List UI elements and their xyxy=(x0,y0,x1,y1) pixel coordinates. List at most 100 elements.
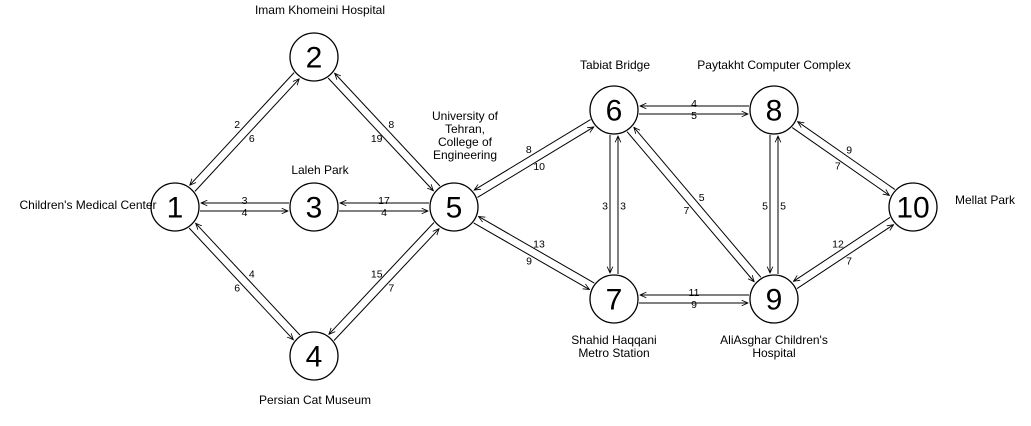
node-circle xyxy=(749,274,799,324)
node-circle xyxy=(589,85,639,135)
edge-line xyxy=(793,217,891,281)
edge-6-5: 8 xyxy=(474,119,591,191)
node-circle xyxy=(289,182,339,232)
place-label-line: Tehran, xyxy=(445,122,485,136)
edge-weight: 4 xyxy=(381,207,387,219)
place-label-line: College of xyxy=(438,135,493,149)
node-3: 3 xyxy=(289,182,339,232)
edge-weight: 3 xyxy=(620,201,626,213)
edge-weight: 9 xyxy=(691,299,697,311)
edge-weight: 7 xyxy=(388,282,394,294)
edge-weight: 5 xyxy=(691,110,697,122)
edge-line xyxy=(474,119,591,191)
node-number: 10 xyxy=(896,192,929,225)
edge-weight: 7 xyxy=(835,161,841,173)
node-5: 5 xyxy=(429,182,479,232)
node-7: 7 xyxy=(589,274,639,324)
edge-3-5: 4 xyxy=(339,207,428,219)
edge-7-6: 3 xyxy=(618,136,626,274)
edge-6-9: 7 xyxy=(626,131,754,282)
edge-weight: 5 xyxy=(780,201,786,213)
edge-line xyxy=(479,216,595,284)
edge-weight: 6 xyxy=(249,133,255,145)
place-label-8: Paytakht Computer Complex xyxy=(697,58,850,72)
edge-line xyxy=(791,127,889,196)
node-8: 8 xyxy=(749,85,799,135)
node-number: 2 xyxy=(306,42,323,75)
edge-weight: 4 xyxy=(691,98,697,110)
edge-weight: 4 xyxy=(249,269,255,281)
edge-weight: 4 xyxy=(242,207,248,219)
edge-9-6: 5 xyxy=(634,127,762,278)
place-label-1: Children's Medical Center xyxy=(19,198,156,212)
edge-line xyxy=(329,222,435,334)
node-circle xyxy=(289,331,339,381)
place-label-2: Imam Khomeini Hospital xyxy=(255,3,385,17)
place-label-line: Children's Medical Center xyxy=(19,198,156,212)
edge-line xyxy=(196,223,301,336)
node-number: 9 xyxy=(766,284,783,317)
edge-weight: 9 xyxy=(846,144,852,156)
node-number: 8 xyxy=(766,95,783,128)
edge-5-6: 10 xyxy=(477,127,593,198)
edge-9-7: 11 xyxy=(640,287,749,299)
node-6: 6 xyxy=(589,85,639,135)
edge-weight: 17 xyxy=(378,195,390,207)
edge-weight: 19 xyxy=(371,133,383,145)
edge-weight: 9 xyxy=(526,256,532,268)
edge-1-3: 4 xyxy=(200,207,288,219)
edge-2-5: 19 xyxy=(327,77,433,191)
place-label-line: Imam Khomeini Hospital xyxy=(255,3,385,17)
node-circle xyxy=(749,85,799,135)
edge-9-8: 5 xyxy=(778,136,786,274)
edge-4-1: 4 xyxy=(196,223,301,336)
place-label-line: AliAsghar Children's xyxy=(720,333,828,347)
node-number: 5 xyxy=(446,192,463,225)
edge-line xyxy=(335,73,441,187)
node-10: 10 xyxy=(888,182,938,232)
node-circle xyxy=(429,182,479,232)
place-label-3: Laleh Park xyxy=(291,163,349,177)
edge-weight: 11 xyxy=(689,287,700,299)
edge-line xyxy=(473,222,590,290)
place-label-line: Metro Station xyxy=(578,346,649,360)
edge-weight: 7 xyxy=(683,205,689,217)
edge-1-4: 6 xyxy=(188,227,293,340)
node-circle xyxy=(888,182,938,232)
edge-1-2: 6 xyxy=(194,79,299,192)
place-label-4: Persian Cat Museum xyxy=(259,393,371,407)
node-9: 9 xyxy=(749,274,799,324)
edge-weight: 8 xyxy=(388,119,394,131)
place-label-10: Mellat Park xyxy=(955,193,1016,207)
place-label-line: Hospital xyxy=(752,346,795,360)
edge-weight: 8 xyxy=(526,144,532,156)
node-circle xyxy=(589,274,639,324)
place-label-line: Engineering xyxy=(433,148,497,162)
edge-line xyxy=(194,79,299,192)
node-number: 1 xyxy=(167,192,184,225)
place-label-line: Persian Cat Museum xyxy=(259,393,371,407)
edge-line xyxy=(796,225,893,289)
place-label-line: Mellat Park xyxy=(955,193,1016,207)
edge-weight: 5 xyxy=(699,192,705,204)
edge-weight: 2 xyxy=(234,119,240,131)
edge-4-5: 7 xyxy=(333,229,439,341)
place-label-6: Tabiat Bridge xyxy=(580,58,650,72)
edge-line xyxy=(188,227,293,340)
place-label-line: University of xyxy=(432,109,499,123)
node-circle xyxy=(289,32,339,82)
edge-line xyxy=(477,127,593,198)
node-1: 1 xyxy=(150,182,200,232)
edge-weight: 3 xyxy=(602,201,608,213)
edge-7-9: 9 xyxy=(639,299,748,311)
edge-line xyxy=(798,122,896,190)
edge-10-9: 12 xyxy=(793,217,891,281)
edge-5-7: 9 xyxy=(473,222,590,290)
edge-8-10: 7 xyxy=(791,127,889,196)
edge-weight: 6 xyxy=(234,282,240,294)
node-4: 4 xyxy=(289,331,339,381)
